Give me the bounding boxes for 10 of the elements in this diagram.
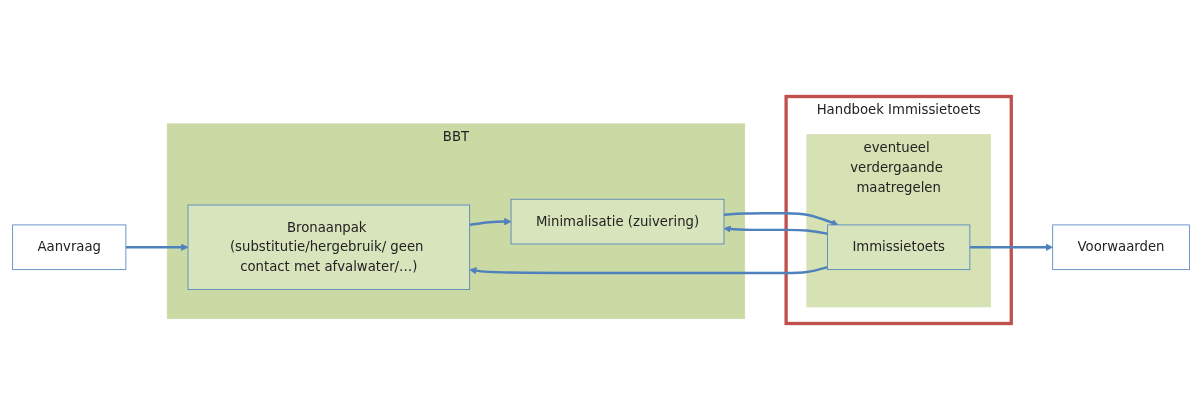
arrow — [469, 265, 828, 275]
node-box: Immissietoets — [827, 224, 971, 271]
arrow — [469, 217, 512, 227]
node-box: Minimalisatie (zuivering) — [510, 198, 725, 245]
arrow — [969, 243, 1053, 251]
arrow — [723, 225, 828, 236]
arrow — [125, 243, 189, 251]
node-box: Bronaanpak (substitutie/hergebruik/ geen contact met afvalwater/…) — [187, 204, 471, 290]
node-box: Voorwaarden — [1052, 224, 1190, 271]
node-box: Aanvraag — [12, 224, 127, 271]
